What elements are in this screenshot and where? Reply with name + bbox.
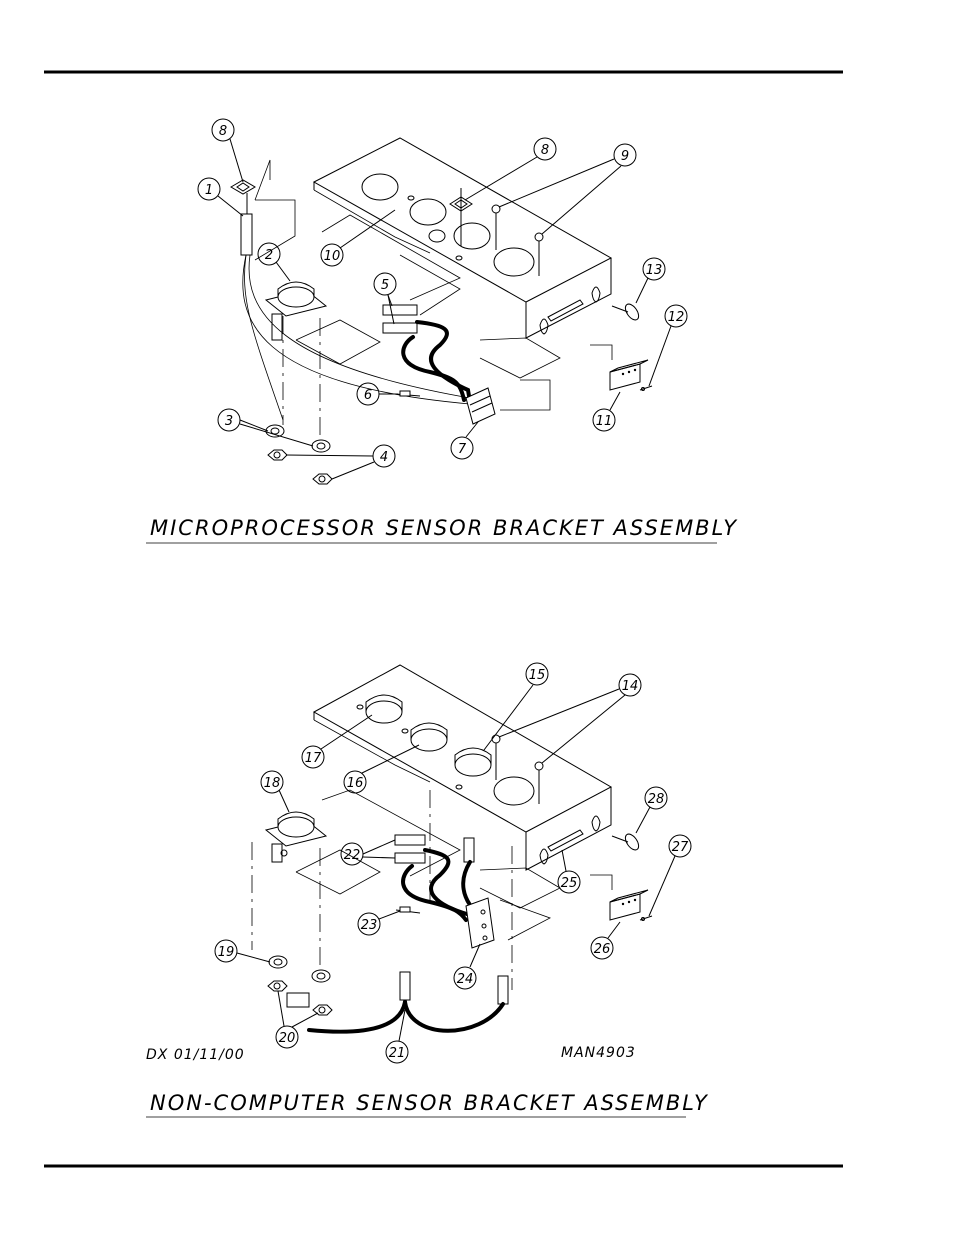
- callout-17: 17: [305, 751, 322, 766]
- microprocessor-sensor-bracket-drawing: 8 1 2 10 8 9 5 13 12 6 3 4 7 11: [198, 119, 687, 484]
- callout-10: 10: [324, 249, 341, 264]
- callout-4: 4: [380, 450, 388, 465]
- callout-8-left: 8: [219, 124, 227, 139]
- callout-5: 5: [381, 278, 389, 293]
- callout-16: 16: [347, 776, 364, 791]
- callout-23: 23: [361, 918, 378, 933]
- callout-27: 27: [672, 840, 689, 855]
- callout-6: 6: [364, 388, 372, 403]
- callout-19: 19: [218, 945, 235, 960]
- callout-21: 21: [389, 1046, 406, 1061]
- callout-24: 24: [457, 972, 474, 987]
- callout-1: 1: [205, 183, 213, 198]
- callout-20: 20: [279, 1031, 296, 1046]
- callout-25: 25: [561, 876, 578, 891]
- callout-15: 15: [529, 668, 546, 683]
- callout-22: 22: [344, 848, 361, 863]
- callout-9: 9: [621, 149, 629, 164]
- callout-18: 18: [264, 776, 281, 791]
- top-assembly-title: MICROPROCESSOR SENSOR BRACKET ASSEMBLY: [150, 516, 738, 540]
- callout-26: 26: [594, 942, 611, 957]
- callout-7: 7: [458, 442, 467, 457]
- callout-8-right: 8: [541, 143, 549, 158]
- callout-28: 28: [648, 792, 665, 807]
- callout-3: 3: [225, 414, 233, 429]
- callout-11: 11: [596, 414, 613, 429]
- bottom-assembly-title: NON-COMPUTER SENSOR BRACKET ASSEMBLY: [150, 1091, 709, 1115]
- callout-2: 2: [265, 248, 273, 263]
- non-computer-sensor-bracket-drawing: 15 14 17 16 18 28 27 22 25 23 26 19 24 2…: [215, 663, 691, 1063]
- drawing-number: MAN4903: [561, 1045, 636, 1061]
- callout-13: 13: [646, 263, 663, 278]
- date-note: DX 01/11/00: [146, 1047, 245, 1063]
- callout-14: 14: [622, 679, 639, 694]
- callout-12: 12: [668, 310, 685, 325]
